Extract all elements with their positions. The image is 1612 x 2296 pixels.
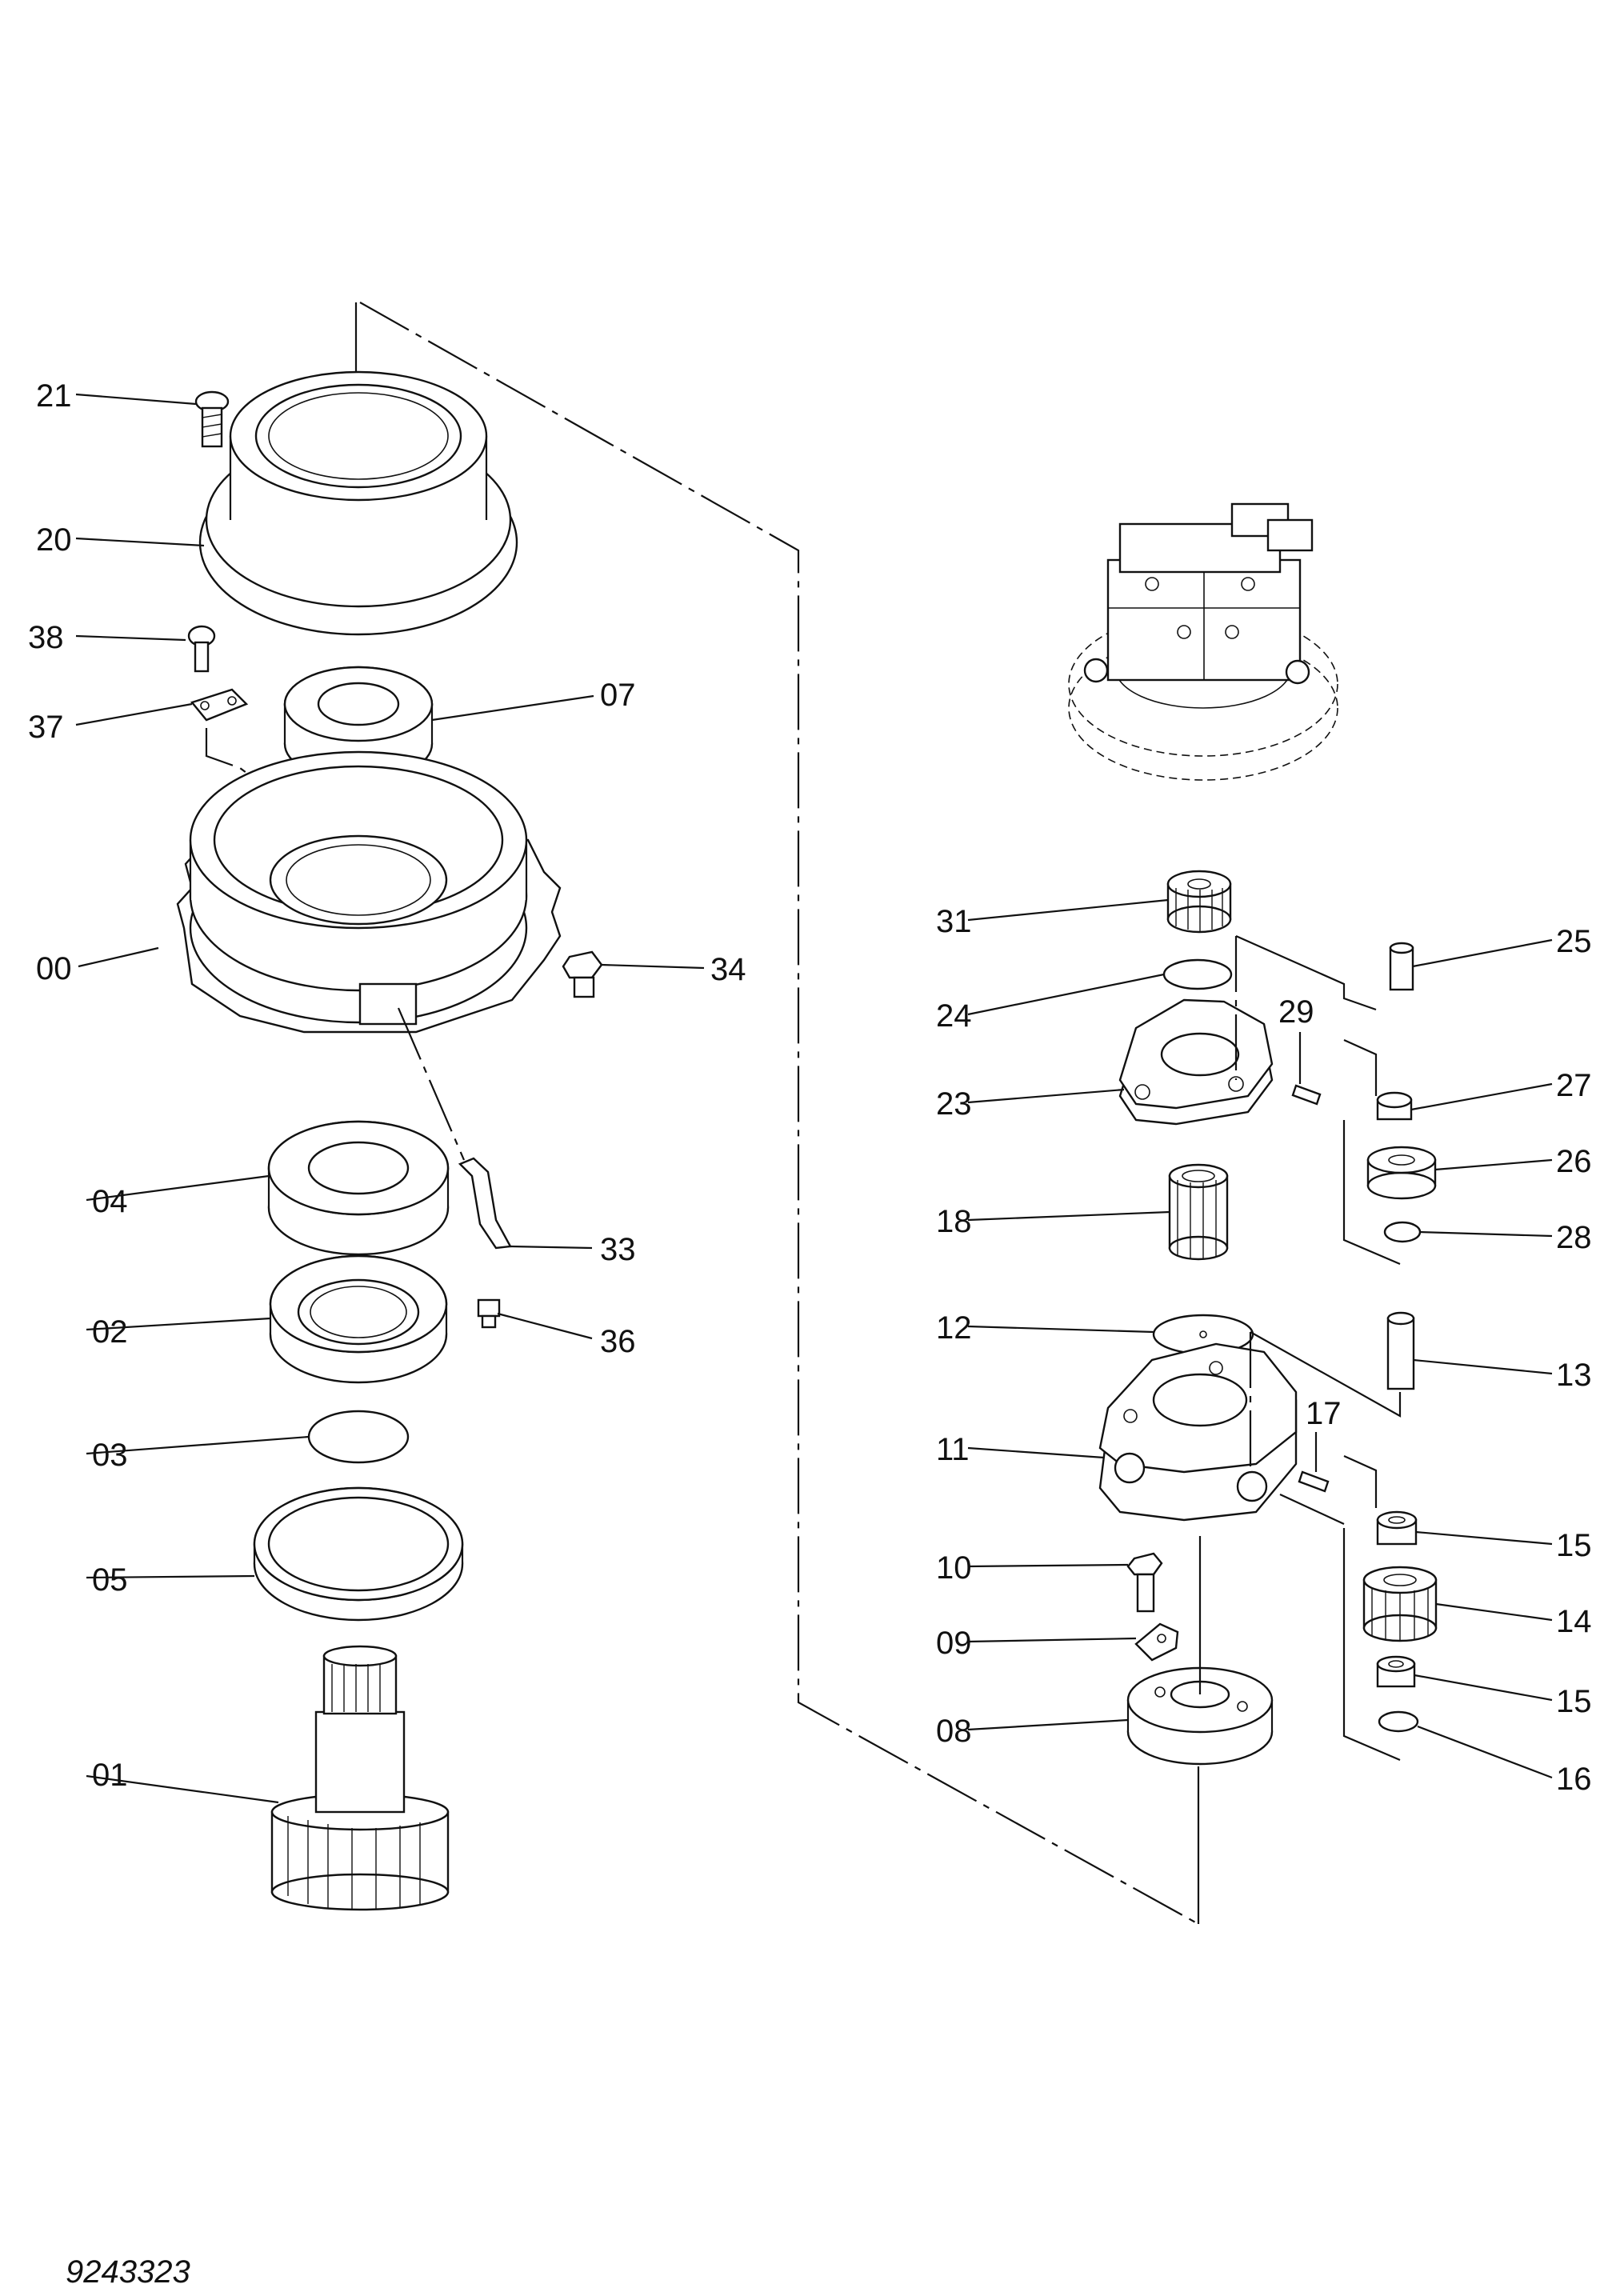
part-16-thrust-washer <box>1342 1528 1419 1762</box>
part-31-gear <box>1166 870 1232 934</box>
part-11-carrier <box>1098 1331 1402 1522</box>
callout-04: 04 <box>92 1184 128 1219</box>
callout-23: 23 <box>936 1086 972 1122</box>
leader-lines <box>75 393 1553 1804</box>
part-18-sun-gear <box>1168 1163 1229 1261</box>
callout-09: 09 <box>936 1626 972 1661</box>
callout-20: 20 <box>36 522 72 558</box>
callout-25: 25 <box>1556 924 1592 959</box>
callout-14: 14 <box>1556 1604 1592 1639</box>
callout-10: 10 <box>936 1550 972 1586</box>
callout-21: 21 <box>36 378 72 414</box>
part-05-ring <box>253 1486 464 1622</box>
callout-15-upper: 15 <box>1556 1528 1592 1563</box>
part-13-pin <box>1386 1311 1415 1390</box>
callout-labels: 21 20 38 37 07 00 34 04 33 02 36 03 05 0… <box>28 378 1592 1797</box>
callout-24: 24 <box>936 998 972 1034</box>
part-15-needle-bearing-upper <box>1279 1454 1418 1546</box>
callout-03: 03 <box>92 1438 128 1473</box>
callout-18: 18 <box>936 1204 972 1239</box>
callout-27: 27 <box>1556 1068 1592 1103</box>
swing-motor-assembly <box>1068 502 1338 781</box>
part-14-planet-gear <box>1362 1566 1438 1642</box>
callout-31: 31 <box>936 904 972 939</box>
part-01-shaft <box>270 1645 450 1911</box>
part-25-pin <box>1389 942 1414 991</box>
callout-29: 29 <box>1278 994 1314 1030</box>
drawing-number: 9243323 <box>66 2254 190 2290</box>
callout-08: 08 <box>936 1714 972 1749</box>
callout-36: 36 <box>600 1324 636 1359</box>
part-36-fitting <box>477 1298 501 1329</box>
part-03-o-ring <box>307 1410 410 1464</box>
callout-38: 38 <box>28 620 64 655</box>
part-27-needle-bearing <box>1343 1038 1413 1121</box>
part-08-holder <box>1126 1536 1274 1766</box>
part-10-bolt <box>1126 1552 1163 1613</box>
callout-12: 12 <box>936 1310 972 1346</box>
callout-33: 33 <box>600 1232 636 1267</box>
callout-34: 34 <box>710 952 746 987</box>
callout-28: 28 <box>1556 1220 1592 1255</box>
part-38-screw <box>187 625 216 673</box>
part-23-carrier <box>1118 934 1377 1126</box>
part-29-pin <box>1291 1084 1322 1106</box>
part-24-washer <box>1162 958 1233 990</box>
part-21-bolt <box>194 390 230 448</box>
part-28-thrust-washer <box>1342 1120 1422 1266</box>
part-15-needle-bearing-lower <box>1376 1655 1416 1688</box>
part-00-housing <box>176 750 562 1034</box>
part-34-plug <box>562 950 603 998</box>
callout-05: 05 <box>92 1562 128 1598</box>
callout-00: 00 <box>36 951 72 986</box>
callout-16: 16 <box>1556 1762 1592 1797</box>
part-26-planet-gear <box>1366 1146 1437 1200</box>
callout-17: 17 <box>1306 1396 1342 1431</box>
callout-01: 01 <box>92 1758 128 1793</box>
part-17-pin <box>1298 1470 1330 1493</box>
callout-37: 37 <box>28 710 64 745</box>
callout-26: 26 <box>1556 1144 1592 1179</box>
callout-13: 13 <box>1556 1358 1592 1393</box>
part-04-bearing <box>267 1120 450 1256</box>
part-09-lock-plate <box>1134 1622 1179 1662</box>
part-02-seal <box>269 1254 448 1384</box>
callout-15-lower: 15 <box>1556 1684 1592 1719</box>
callout-11: 11 <box>936 1432 970 1467</box>
callout-07: 07 <box>600 678 636 713</box>
part-20-cover <box>198 370 518 636</box>
callout-02: 02 <box>92 1314 128 1350</box>
